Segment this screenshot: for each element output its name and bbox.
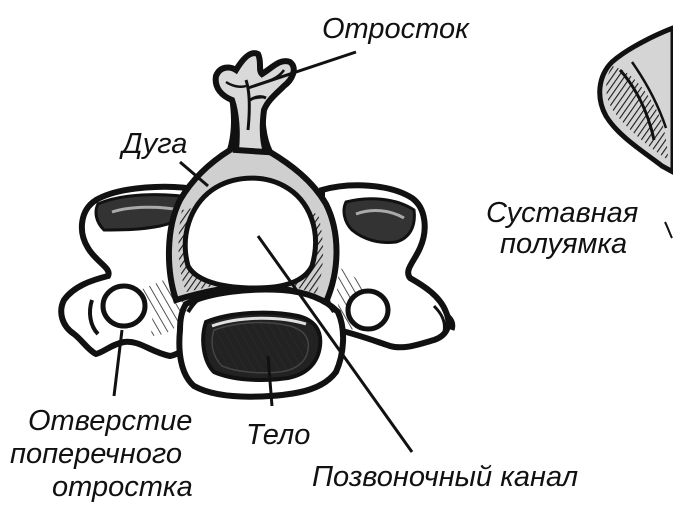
label-articular-line2: полуямка [500,228,627,260]
label-foramen-line1: Отверстие [28,405,192,437]
label-foramen-line2: поперечного [10,438,182,470]
label-foramen-line3: отростка [52,471,193,503]
label-arch: Дуга [119,128,187,160]
vertebral-body [179,290,343,397]
label-canal: Позвоночный канал [312,461,578,493]
label-body: Тело [246,419,310,451]
label-process: Отросток [322,13,470,45]
label-articular-line1: Суставная [486,197,638,229]
spinous-process [216,53,294,152]
